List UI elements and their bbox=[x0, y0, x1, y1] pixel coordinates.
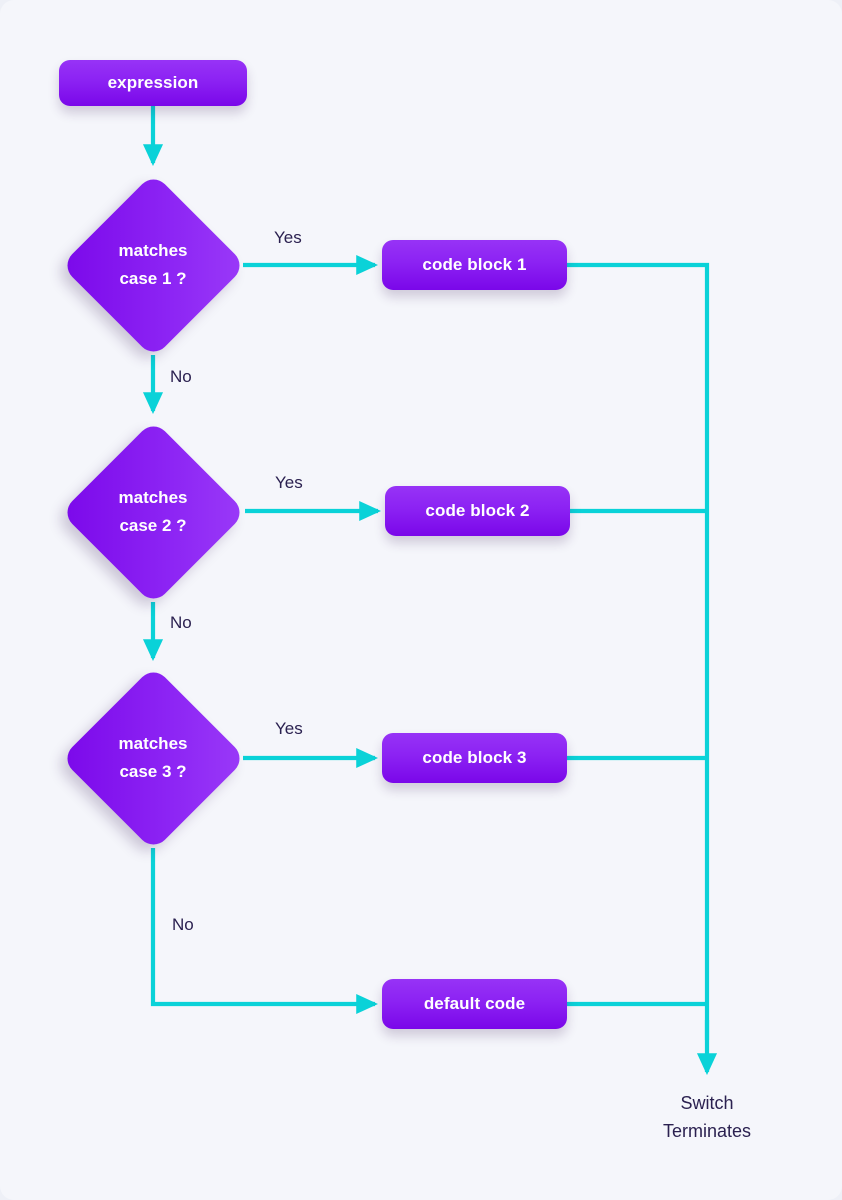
node-code-block-3-label: code block 3 bbox=[422, 748, 527, 767]
node-default-code[interactable]: default code bbox=[382, 979, 567, 1029]
edge-label-yes-case3: Yes bbox=[275, 719, 303, 738]
edge-label-no-case3: No bbox=[172, 915, 194, 934]
edge-label-no-case1: No bbox=[170, 367, 192, 386]
node-code-block-1-label: code block 1 bbox=[422, 255, 527, 274]
terminus-label: Switch Terminates bbox=[607, 1090, 807, 1146]
terminus-line1: Switch bbox=[680, 1093, 734, 1113]
edge-label-yes-case2: Yes bbox=[275, 473, 303, 492]
node-code-block-2[interactable]: code block 2 bbox=[385, 486, 570, 536]
edge-block1-to-rail bbox=[567, 262, 710, 1040]
decision-case2-shape bbox=[60, 419, 246, 605]
node-decision-case3[interactable]: matches case 3 ? bbox=[60, 665, 246, 851]
terminus-line2: Terminates bbox=[662, 1120, 752, 1141]
node-default-code-label: default code bbox=[423, 994, 526, 1013]
edge-label-yes-case1: Yes bbox=[274, 228, 302, 247]
node-decision-case1[interactable]: matches case 1 ? bbox=[60, 172, 246, 358]
node-code-block-1[interactable]: code block 1 bbox=[382, 240, 567, 290]
edge-decision3-no-to-default bbox=[150, 848, 379, 1015]
decision-case1-shape bbox=[60, 172, 246, 358]
node-code-block-2-label: code block 2 bbox=[425, 501, 530, 520]
node-expression-label: expression bbox=[107, 73, 199, 92]
edge-label-no-case2: No bbox=[170, 613, 192, 632]
node-expression[interactable]: expression bbox=[59, 60, 247, 106]
node-decision-case2[interactable]: matches case 2 ? bbox=[60, 419, 246, 605]
node-code-block-3[interactable]: code block 3 bbox=[382, 733, 567, 783]
decision-case3-shape bbox=[60, 665, 246, 851]
